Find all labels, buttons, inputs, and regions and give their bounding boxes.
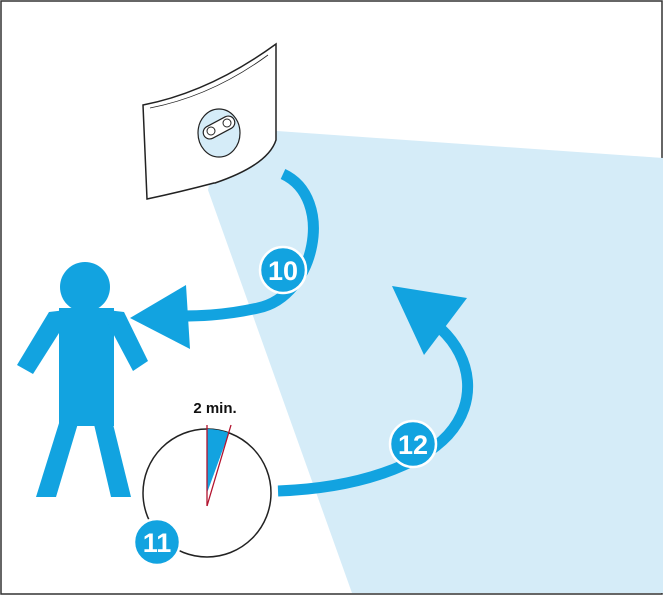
step-number-12: 12 bbox=[398, 430, 428, 460]
step-badge-12: 12 bbox=[390, 421, 436, 467]
step-number-10: 10 bbox=[268, 256, 298, 286]
step-badge-10: 10 bbox=[260, 247, 306, 293]
timer-duration-label: 2 min. bbox=[193, 400, 236, 417]
step-number-11: 11 bbox=[143, 528, 172, 558]
step-badge-11: 11 bbox=[134, 519, 180, 565]
